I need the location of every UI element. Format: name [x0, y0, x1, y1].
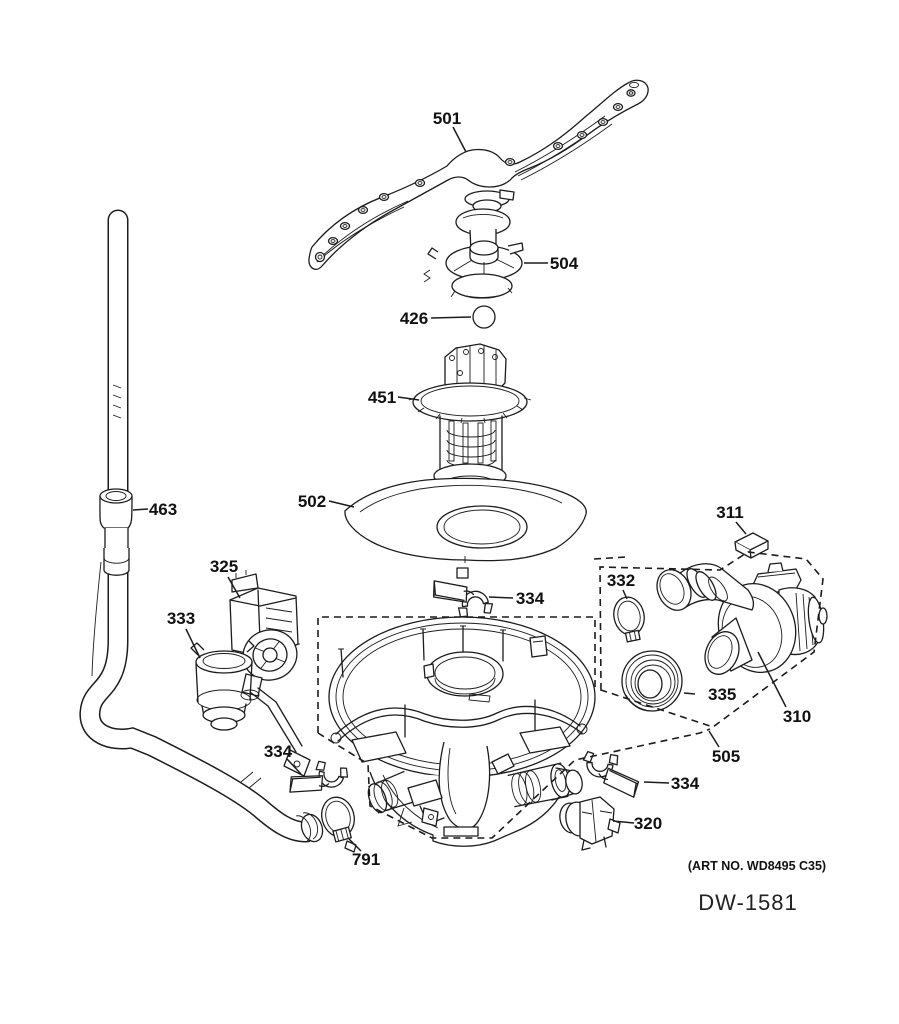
drain-pump	[229, 570, 301, 701]
callout-426: 426	[400, 309, 428, 328]
callout-332: 332	[607, 571, 635, 590]
callout-334-left: 334	[264, 742, 293, 761]
callout-320: 320	[634, 814, 662, 833]
hose-clamp-334-right	[577, 749, 643, 799]
title-block: (ART NO. WD8495 C35) DW-1581	[688, 859, 826, 915]
fill-hose	[79, 209, 324, 843]
callout-311: 311	[716, 503, 743, 522]
spray-arm	[308, 79, 649, 270]
lower-shield	[344, 477, 587, 563]
callout-325: 325	[210, 557, 238, 576]
hose-clamp-332	[613, 596, 645, 643]
callout-310: 310	[783, 707, 811, 726]
art-number: (ART NO. WD8495 C35)	[688, 859, 826, 873]
callout-505: 505	[712, 747, 740, 766]
filter-assembly	[408, 343, 532, 495]
callout-334-right: 334	[671, 774, 700, 793]
callout-334-top: 334	[516, 589, 545, 608]
drawing-number: DW-1581	[698, 890, 798, 915]
check-ball	[472, 305, 496, 329]
dashed-boundaries	[317, 551, 824, 839]
wash-motor-320	[559, 796, 621, 851]
mounting-clip-311	[734, 532, 769, 559]
spray-arm-support	[423, 208, 524, 299]
sump-assembly	[328, 567, 596, 847]
pump-motor-assembly	[656, 562, 828, 675]
pump-seal-335	[621, 650, 683, 712]
diverter-motor	[190, 640, 311, 777]
callout-501: 501	[433, 109, 461, 128]
callouts: 501 504 426 451 502 463 325 333 334 332 …	[132, 109, 811, 869]
callout-791: 791	[352, 850, 380, 869]
callout-335: 335	[708, 685, 736, 704]
callout-333: 333	[167, 609, 195, 628]
callout-504: 504	[550, 254, 579, 273]
callout-502: 502	[298, 492, 326, 511]
spray-arm-holes	[314, 81, 639, 263]
callout-463: 463	[149, 500, 177, 519]
hose-clamp-334-top	[431, 575, 494, 620]
callout-451: 451	[368, 388, 396, 407]
